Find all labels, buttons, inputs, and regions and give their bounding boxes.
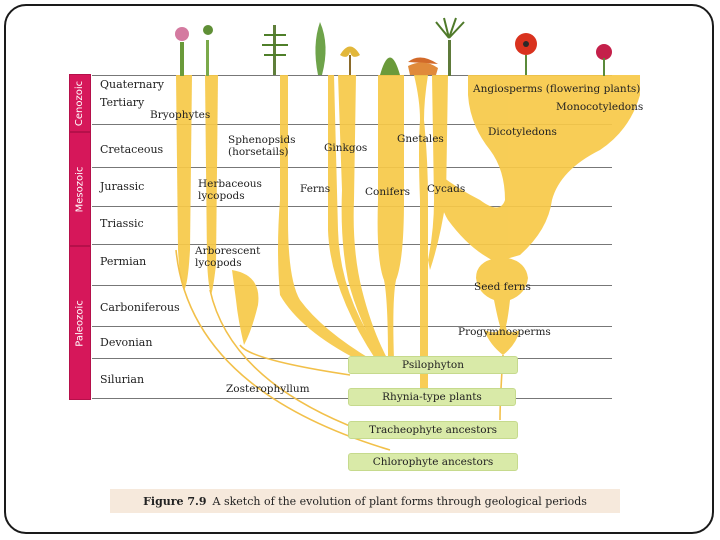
label-cycads: Cycads — [427, 183, 466, 195]
period-carboniferous: Carboniferous — [100, 301, 180, 314]
label-monocotyledons: Monocotyledons — [556, 101, 644, 113]
label-ferns: Ferns — [300, 183, 331, 195]
bryophyte-icon — [175, 25, 213, 76]
label-gnetales: Gnetales — [397, 133, 444, 145]
branch-conifers — [377, 75, 404, 360]
era-paleozoic: Paleozoic — [69, 246, 91, 400]
branch-arborescent-lycopods — [232, 270, 259, 345]
branch-bryophytes — [176, 75, 192, 290]
label-sphenopsids: Sphenopsids(horsetails) — [228, 134, 296, 158]
caption-text: A sketch of the evolution of plant forms… — [212, 494, 587, 508]
branch-ferns — [305, 75, 386, 360]
period-triassic: Triassic — [100, 217, 144, 230]
ancestor-chlorophyte: Chlorophyte ancestors — [348, 453, 518, 471]
palm-icon — [435, 17, 465, 76]
caption-number: Figure 7.9 — [143, 494, 207, 508]
label-dicotyledons: Dicotyledons — [488, 126, 557, 138]
label-angiosperms: Angiosperms (flowering plants) — [473, 83, 641, 95]
orchid-icon — [596, 44, 612, 76]
branch-progymnosperms — [484, 326, 520, 355]
fern-icon — [315, 22, 326, 75]
branch-seed-ferns — [476, 258, 528, 326]
label-zosterophyllum: Zosterophyllum — [226, 383, 310, 395]
ginkgo-icon — [340, 46, 360, 75]
period-permian: Permian — [100, 255, 147, 268]
era-mesozoic: Mesozoic — [69, 132, 91, 246]
line-bryophytes-root — [175, 249, 391, 451]
flower-icon — [515, 33, 537, 75]
period-line — [92, 326, 612, 327]
period-devonian: Devonian — [100, 336, 153, 349]
branch-cycads — [428, 75, 448, 270]
plant-icons — [175, 17, 612, 76]
period-quaternary: Quaternary — [100, 78, 164, 91]
period-jurassic: Jurassic — [100, 180, 145, 193]
ancestor-rhynia: Rhynia-type plants — [348, 388, 516, 406]
line-zosterophyllum — [239, 344, 351, 376]
horsetail-icon — [262, 25, 288, 75]
label-conifers: Conifers — [365, 186, 410, 198]
ancestor-psilophyton: Psilophyton — [348, 356, 518, 374]
figure-caption: Figure 7.9 A sketch of the evolution of … — [110, 489, 620, 513]
label-bryophytes: Bryophytes — [150, 109, 211, 121]
ancestor-tracheophyte: Tracheophyte ancestors — [348, 421, 518, 439]
conifer-icon — [380, 57, 400, 75]
era-cenozoic: Cenozoic — [69, 74, 91, 132]
branch-sphenopsids — [268, 75, 372, 360]
branch-herbaceous-lycopods — [205, 75, 218, 295]
branch-ginkgos — [338, 75, 388, 360]
branch-gnetales — [414, 75, 428, 400]
line-herbaceous-root — [209, 289, 361, 431]
branch-angiosperms — [439, 75, 640, 262]
cycad-icon — [408, 57, 438, 75]
label-ginkgos: Ginkgos — [324, 142, 368, 154]
period-tertiary: Tertiary — [100, 96, 145, 109]
label-progymnosperms: Progymnosperms — [458, 326, 551, 338]
label-seed-ferns: Seed ferns — [474, 281, 531, 293]
period-cretaceous: Cretaceous — [100, 143, 164, 156]
period-silurian: Silurian — [100, 373, 145, 386]
